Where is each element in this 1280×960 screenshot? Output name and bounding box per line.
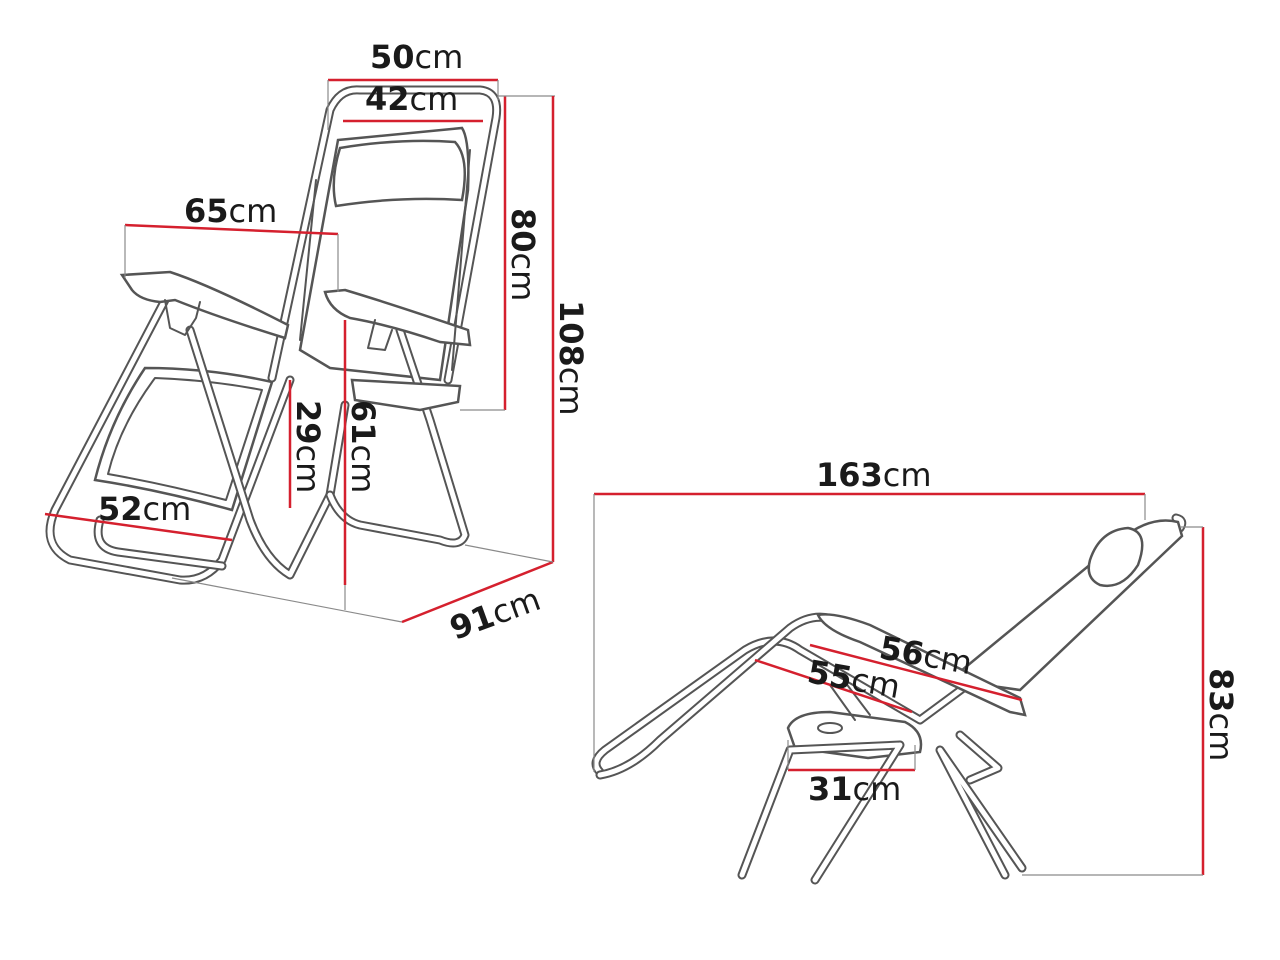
left-armrest-bracket <box>164 299 201 336</box>
label-armrest-height: 61cm <box>344 400 382 493</box>
label-width-outer: 50cm <box>370 38 463 76</box>
label-total-length: 163cm <box>816 456 932 494</box>
side-view-labels: 163cm 83cm 56cm 55cm 31cm <box>805 456 1240 808</box>
dim-line-side-seat <box>754 658 913 714</box>
dim-line-seat-width <box>44 512 233 542</box>
label-backrest-height: 80cm <box>504 208 542 301</box>
cup-tray <box>350 378 462 412</box>
label-side-armrest: 56cm <box>877 628 975 682</box>
dim-line-side-armrest <box>809 643 1023 702</box>
side-backrest <box>947 519 1184 692</box>
front-view-chair <box>45 85 502 585</box>
front-view-dimensions <box>44 78 555 624</box>
side-leg-rear-inner <box>937 732 1025 878</box>
side-armrest <box>816 613 1027 717</box>
label-side-seat: 55cm <box>805 652 903 706</box>
label-depth: 91cm <box>445 580 546 648</box>
headrest-pillow <box>332 139 467 208</box>
guide-depth-bottom <box>171 577 403 623</box>
label-tray: 31cm <box>808 770 901 808</box>
label-total-height: 108cm <box>552 300 590 416</box>
side-headrest <box>1087 526 1144 588</box>
right-armrest <box>323 288 472 347</box>
label-seat-height: 29cm <box>289 400 327 493</box>
label-side-height: 83cm <box>1202 668 1240 761</box>
dim-line-depth <box>401 560 554 624</box>
label-width-inner: 42cm <box>365 80 458 118</box>
label-seat-width: 52cm <box>98 490 191 528</box>
side-view-chair <box>591 513 1187 885</box>
back-frame-inner <box>269 87 500 383</box>
side-tray-cup <box>817 722 843 734</box>
side-view-dimensions <box>593 492 1205 876</box>
rear-leg-left-inner <box>187 327 348 578</box>
dim-line-armrest-length <box>124 223 339 236</box>
guide-depth-rear <box>464 544 554 563</box>
seat-frame-inner <box>47 297 293 583</box>
footrest-loop-inner <box>95 517 225 569</box>
seat-fabric <box>93 366 274 512</box>
side-leg-front-inner <box>739 742 903 883</box>
rear-leg-right-inner <box>327 327 468 546</box>
side-seat-support <box>829 681 871 721</box>
right-armrest-bracket <box>367 319 393 351</box>
front-view-labels: 50cm 42cm 65cm 80cm 108cm 29cm 61cm 52cm… <box>98 38 590 648</box>
backrest-lacing <box>299 149 471 371</box>
label-armrest-length: 65cm <box>184 192 277 230</box>
left-armrest <box>119 270 290 340</box>
